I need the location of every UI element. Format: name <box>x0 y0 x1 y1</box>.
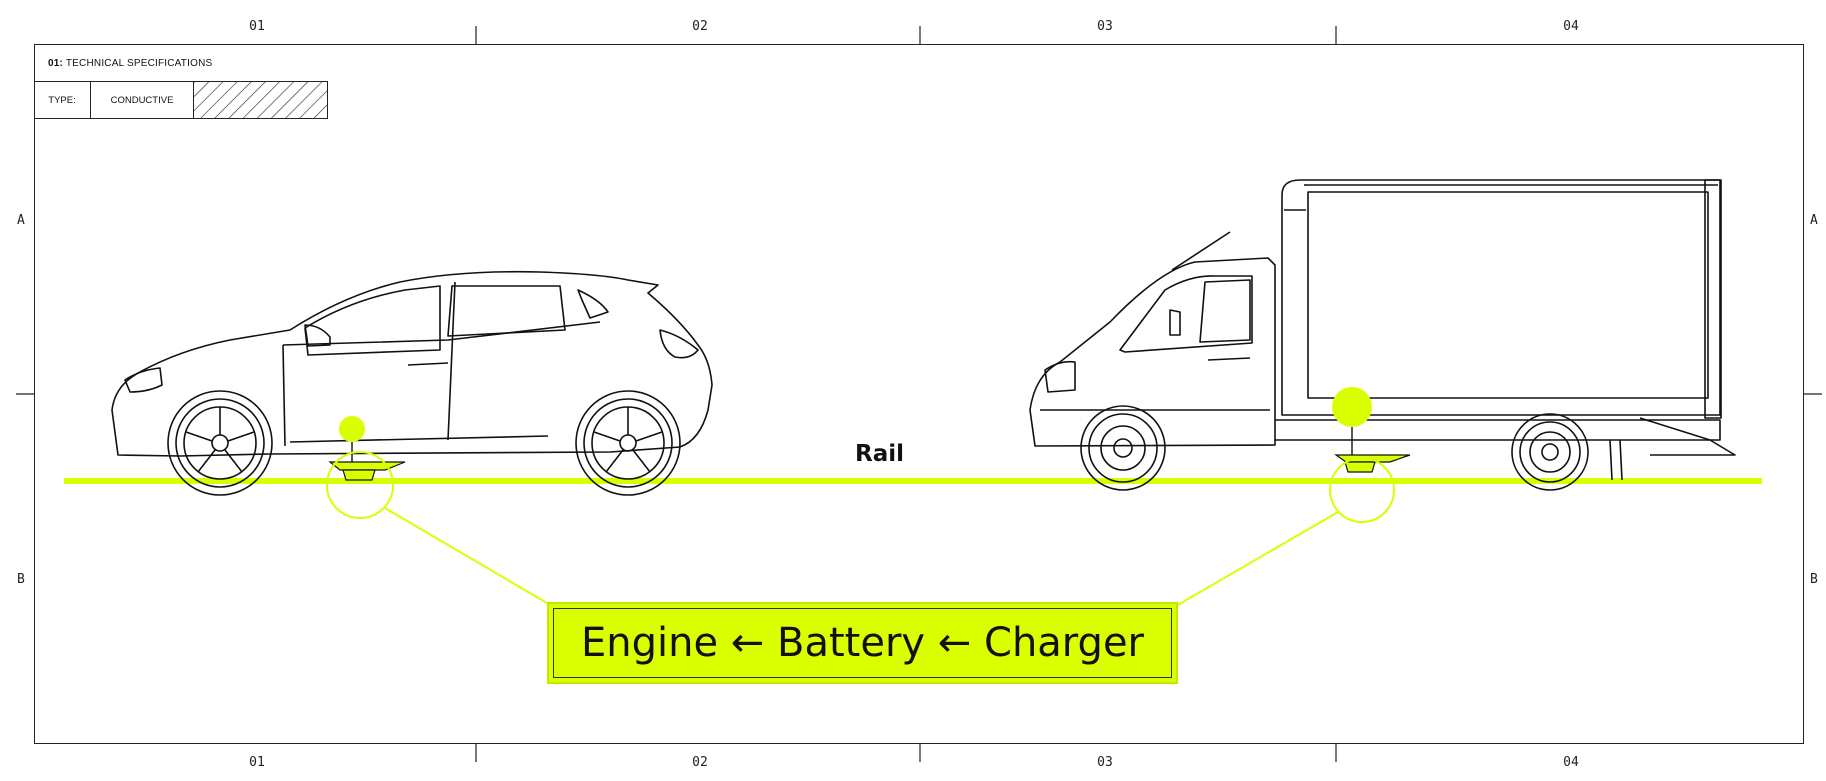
car-charger-pad-icon <box>328 461 406 471</box>
grid-row-left-b: B <box>17 572 25 587</box>
spec-title-text: TECHNICAL SPECIFICATIONS <box>65 58 213 69</box>
grid-col-top-4: 04 <box>1563 19 1579 34</box>
car-charge-point-icon <box>339 416 365 442</box>
truck-charger-pad-icon <box>1334 454 1411 463</box>
energy-flow-box: Engine ← Battery ← Charger <box>547 602 1178 684</box>
grid-row-right-a: A <box>1810 213 1818 228</box>
hatch-pattern-icon <box>194 82 327 118</box>
energy-flow-text: Engine ← Battery ← Charger <box>553 608 1172 678</box>
grid-row-right-b: B <box>1810 572 1818 587</box>
rail-label: Rail <box>855 441 904 467</box>
grid-col-top-2: 02 <box>692 19 708 34</box>
grid-ticks <box>16 26 1822 762</box>
spec-table: TYPE: CONDUCTIVE <box>34 81 328 119</box>
grid-col-bottom-4: 04 <box>1563 755 1579 770</box>
drawing-frame <box>34 44 1804 744</box>
grid-col-bottom-2: 02 <box>692 755 708 770</box>
car-illustration <box>111 270 713 496</box>
truck-charge-point-icon <box>1332 387 1372 427</box>
truck-illustration <box>1029 179 1736 491</box>
grid-row-left-a: A <box>17 213 25 228</box>
hatch-pattern-swatch <box>194 82 327 118</box>
spec-type-value: CONDUCTIVE <box>91 82 194 118</box>
truck-charger <box>1175 387 1411 607</box>
car-charger <box>326 416 553 607</box>
grid-col-bottom-3: 03 <box>1097 755 1113 770</box>
spec-title-prefix: 01: <box>48 58 64 69</box>
grid-col-bottom-1: 01 <box>249 755 265 770</box>
spec-type-label: TYPE: <box>34 82 91 118</box>
grid-col-top-3: 03 <box>1097 19 1113 34</box>
spec-title: 01: TECHNICAL SPECIFICATIONS <box>48 58 212 69</box>
grid-col-top-1: 01 <box>249 19 265 34</box>
